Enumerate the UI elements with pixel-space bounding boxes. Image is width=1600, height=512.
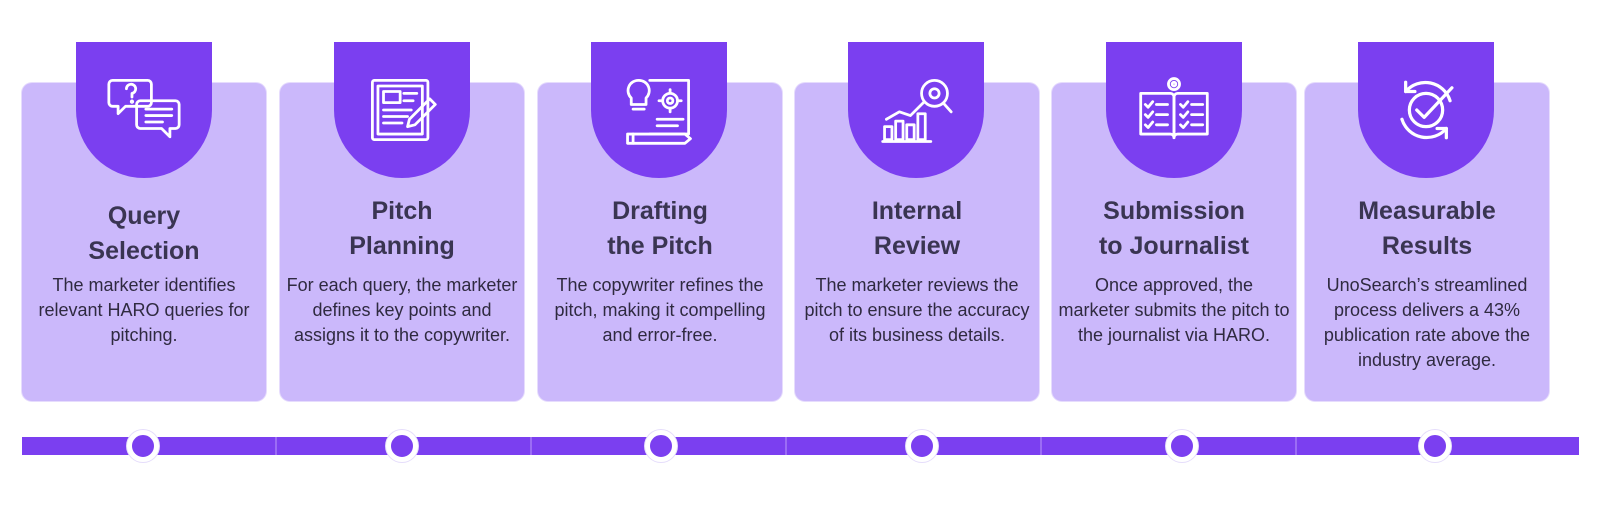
step-title-line2: to Journalist [1098,232,1249,260]
timeline-dot [127,430,159,462]
step-icon-tab [848,42,984,178]
chat-question-icon [107,79,181,139]
step-title-line1: Internal [871,197,963,225]
document-pencil-icon [371,79,437,141]
step-title-line2: the Pitch [607,232,713,260]
step-title-line2: Review [873,232,961,260]
timeline-bar [22,437,1579,455]
step-icon-tab [334,42,470,178]
timeline-dot [645,430,677,462]
book-checklist-icon [1139,77,1209,140]
timeline-divider [530,437,532,455]
step-description: UnoSearch’s streamlined process delivers… [1323,275,1531,370]
step-description: The marketer identifies relevant HARO qu… [38,275,250,345]
chart-magnifier-icon [881,79,953,143]
lightbulb-gear-icon [626,79,692,145]
step-icon-tab [1106,42,1242,178]
timeline-dot [1419,430,1451,462]
timeline-dot [386,430,418,462]
cycle-check-icon [1400,80,1454,140]
step-title-line2: Planning [349,232,455,260]
step-title-line1: Measurable [1358,197,1496,225]
step-description: The copywriter refines the pitch, making… [554,275,766,345]
timeline-dot [1166,430,1198,462]
step-title-line1: Query [107,202,181,230]
step-description: The marketer reviews the pitch to ensure… [804,275,1030,345]
step-title-line1: Drafting [612,197,708,225]
timeline-dot [906,430,938,462]
step-title-line1: Pitch [371,197,433,225]
step-title-line2: Selection [88,237,200,265]
timeline-divider [1040,437,1042,455]
step-icon-tab [1358,42,1494,178]
step-title-line2: Results [1381,232,1473,260]
timeline-divider [275,437,277,455]
step-icon-tab [76,42,212,178]
timeline-divider [785,437,787,455]
timeline-divider [1295,437,1297,455]
step-description: Once approved, the marketer submits the … [1058,275,1290,345]
step-title-line1: Submission [1103,197,1245,225]
step-description: For each query, the marketer defines key… [286,275,518,345]
step-icon-tab [591,42,727,178]
